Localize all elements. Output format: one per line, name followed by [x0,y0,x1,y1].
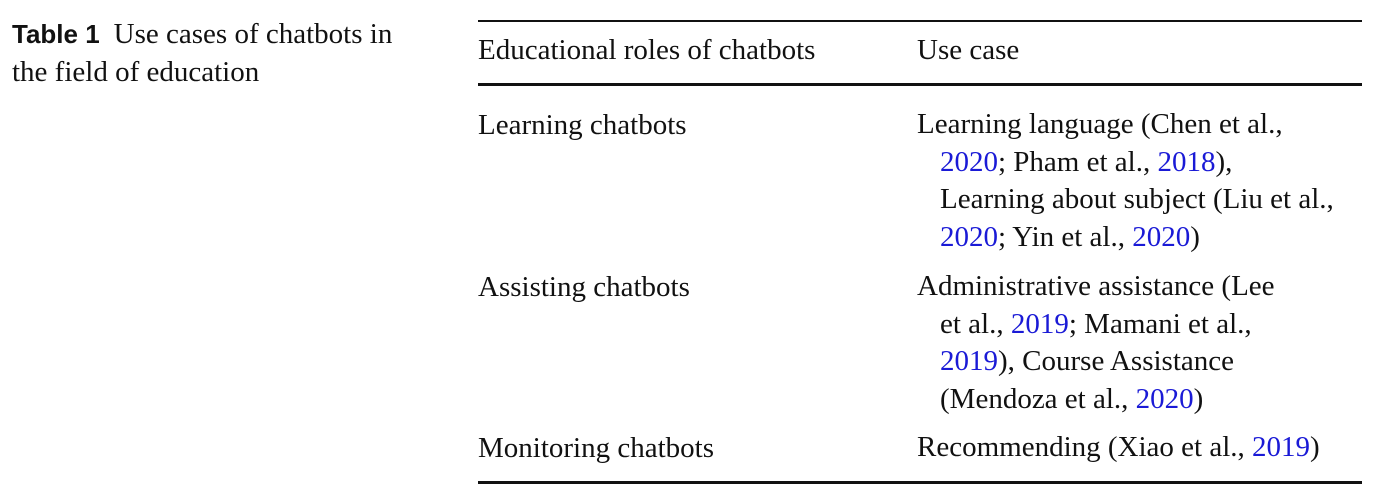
use-case-text: et al., [940,307,1011,340]
citation-year-link[interactable]: 2019 [1010,307,1069,340]
table-top-rule [478,20,1362,22]
caption-text-1: Use cases of chatbots in [113,18,393,50]
use-case-text: ; Pham et al., [998,145,1158,178]
use-case-line: 2020; Pham et al., 2018), [917,144,1362,182]
row-use-case: Administrative assistance (Lee et al., 20… [917,268,1362,418]
citation-year-link[interactable]: 2018 [1157,145,1216,178]
row-role: Monitoring chatbots [478,432,715,464]
use-case-line: Recommending (Xiao et al., 2019) [917,429,1362,467]
use-case-text: ) [1190,220,1200,253]
citation-year-link[interactable]: 2019 [1252,431,1311,463]
citation-year-link[interactable]: 2020 [940,220,998,253]
use-case-text: ; Mamani et al., [1068,307,1252,340]
caption-label: Table 1 [12,19,100,49]
citation-year-link[interactable]: 2020 [940,145,998,178]
use-case-text: ), [1215,145,1233,178]
use-case-text: ; Yin et al., [998,220,1133,253]
row-use-case: Recommending (Xiao et al., 2019) [917,429,1362,467]
use-case-text: Administrative assistance (Lee [917,270,1275,302]
citation-year-link[interactable]: 2019 [940,345,998,377]
citation-year-link[interactable]: 2020 [1135,382,1194,415]
caption-text-2: the field of education [12,56,260,88]
use-case-text: Recommending (Xiao et al., [917,431,1253,463]
use-case-line: (Mendoza et al., 2020) [917,381,1362,419]
use-case-line: et al., 2019; Mamani et al., [917,306,1362,344]
use-case-text: Learning language (Chen et al., [917,108,1283,140]
row-role: Assisting chatbots [478,271,690,303]
caption-line-1: Table 1 Use cases of chatbots in [12,15,462,53]
citation-year-link[interactable]: 2020 [1132,220,1191,253]
use-case-text: Learning about subject (Liu et al., [940,183,1334,215]
table-header-rule [478,83,1362,86]
use-case-text: ), Course Assistance [998,345,1234,377]
table-caption: Table 1 Use cases of chatbots in the fiel… [12,15,462,91]
use-case-text: (Mendoza et al., [940,382,1136,415]
use-case-line: 2019), Course Assistance [917,343,1362,381]
header-use-case: Use case [917,34,1020,66]
use-case-line: 2020; Yin et al., 2020) [917,219,1362,257]
use-case-line: Learning language (Chen et al., [917,106,1362,144]
use-case-text: ) [1310,431,1320,463]
use-case-text: ) [1193,382,1204,415]
use-case-line: Learning about subject (Liu et al., [917,181,1362,219]
table-bottom-rule [478,481,1362,484]
use-case-line: Administrative assistance (Lee [917,268,1362,306]
row-role: Learning chatbots [478,109,687,141]
header-educational-roles: Educational roles of chatbots [478,34,816,66]
row-use-case: Learning language (Chen et al.,2020; Pha… [917,106,1362,256]
